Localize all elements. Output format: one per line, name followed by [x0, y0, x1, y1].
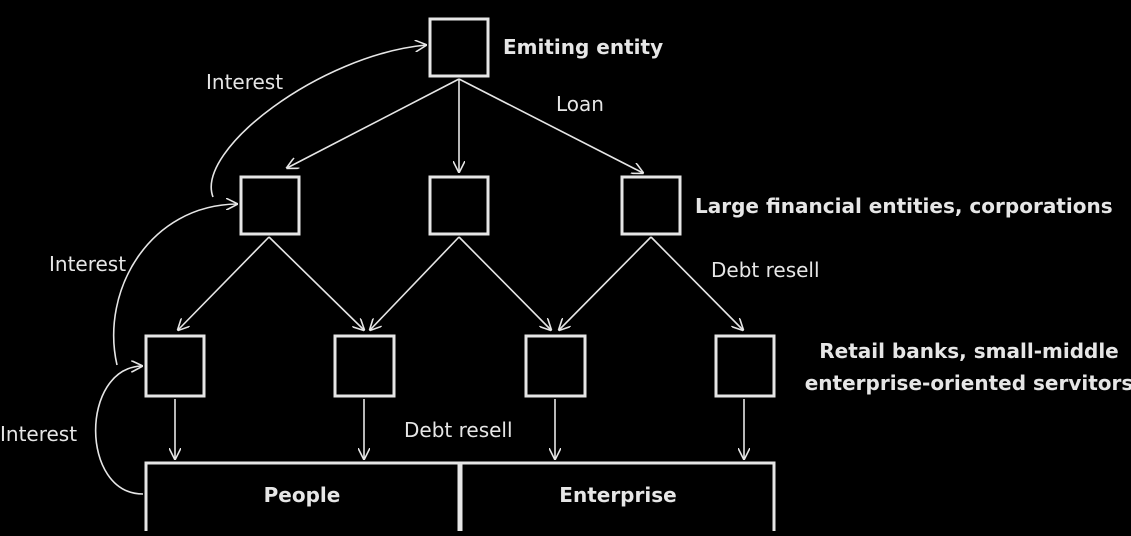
interest-label-middle: Interest	[49, 252, 126, 276]
people-label: People	[264, 483, 341, 507]
emitting-entity-node	[428, 17, 490, 78]
debt-resell-label-lower: Debt resell	[404, 418, 513, 442]
arrow-emit-to-right	[458, 78, 643, 173]
retail-node-4	[714, 334, 776, 398]
retail-label-line1: Retail banks, small-middle	[819, 339, 1119, 363]
retail-node-3	[524, 334, 587, 398]
interest-curve-bottom	[94, 366, 143, 495]
interest-curve-middle	[112, 204, 237, 366]
interest-curve-top	[210, 45, 426, 198]
retail-label-line2: enterprise-oriented servitors	[805, 371, 1131, 395]
interest-label-top: Interest	[206, 70, 283, 94]
retail-node-1	[144, 334, 206, 398]
large-financial-label: Large financial entities, corporations	[695, 194, 1113, 218]
arrow-center-to-retail3	[458, 236, 551, 330]
interest-label-bottom: Interest	[0, 422, 77, 446]
large-entity-node-center	[428, 175, 490, 236]
retail-node-2	[333, 334, 396, 398]
arrow-left-to-retail2	[268, 236, 364, 330]
large-entity-node-right	[620, 175, 682, 236]
arrow-emit-to-left	[287, 78, 460, 168]
arrow-right-to-retail3	[559, 236, 652, 330]
arrow-center-to-retail2	[370, 236, 460, 330]
debt-resell-label-upper: Debt resell	[711, 258, 820, 282]
enterprise-label: Enterprise	[559, 483, 676, 507]
arrow-right-to-retail4	[650, 236, 743, 330]
large-entity-node-left	[239, 175, 301, 236]
loan-label: Loan	[556, 92, 604, 116]
emitting-entity-label: Emiting entity	[503, 35, 663, 59]
arrow-left-to-retail1	[178, 236, 270, 330]
